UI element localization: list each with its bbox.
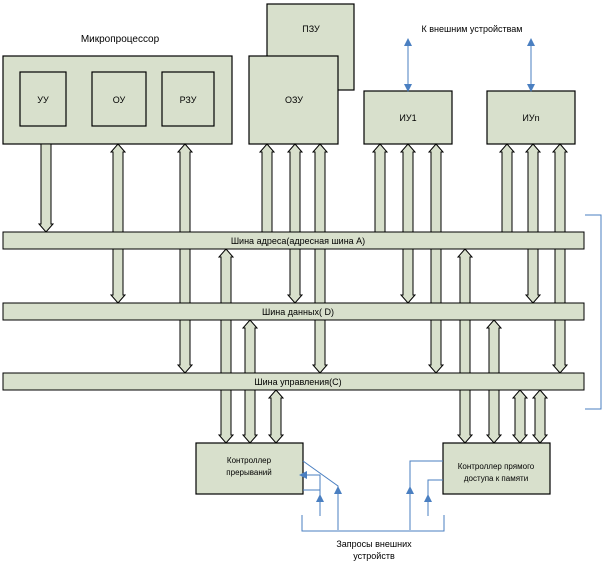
ion-data-arrow (524, 143, 542, 304)
dma-request-lines (406, 460, 443, 530)
cu-to-address-bus-arrow (37, 143, 55, 233)
arithmetic-unit-label: ОУ (113, 95, 126, 105)
io1-data-arrow (399, 143, 417, 304)
interrupt-controller-address-arrow (217, 248, 235, 444)
io1-address-arrow (371, 143, 389, 233)
ram-box (248, 55, 339, 145)
control-bus-label: Шина управления(С) (254, 377, 341, 387)
requests-bracket (301, 515, 445, 532)
dma-controller-label-line1: Контроллер прямого (458, 462, 535, 471)
dma-controller-control-arrow (511, 389, 529, 444)
interrupt-controller-label-line2: прерываний (226, 468, 271, 477)
interrupt-request-lines (299, 460, 342, 530)
control-bus (2, 372, 585, 391)
requests-label-line2: устройств (353, 551, 395, 561)
dma-controller-box (442, 442, 551, 495)
ram-label: ОЗУ (285, 95, 303, 105)
data-bus (2, 302, 585, 321)
dma-controller-control-arrow-2 (531, 389, 549, 444)
data-bus-label: Шина данных( D) (262, 307, 334, 317)
register-memory-label: РЗУ (180, 95, 197, 105)
io-device-n-box (486, 90, 576, 145)
interrupt-controller-box (195, 442, 304, 495)
control-unit-block (19, 71, 67, 127)
system-bus-bracket (585, 214, 602, 410)
dma-controller-address-arrow (456, 248, 474, 444)
control-unit-label: УУ (37, 95, 49, 105)
interrupt-controller-label-line1: Контроллер (227, 456, 272, 465)
microprocessor-title: Микропроцессор (81, 34, 160, 45)
interrupt-controller-control-arrow (267, 389, 285, 444)
external-devices-label: К внешним устройствам (422, 24, 523, 34)
au-to-data-bus-arrow (109, 143, 127, 304)
ram-address-arrow (258, 143, 276, 233)
bus-connector-arrows (37, 143, 569, 444)
address-bus (2, 231, 585, 250)
arithmetic-unit-block (91, 71, 147, 127)
ion-address-arrow (498, 143, 516, 233)
register-memory-block (161, 71, 215, 127)
dma-controller-label-line2: доступа к памяти (464, 474, 528, 483)
io-device-1-label: ИУ1 (399, 113, 416, 123)
rzu-to-control-bus-arrow (176, 143, 194, 374)
io1-control-arrow (427, 143, 445, 374)
ion-control-arrow (551, 143, 569, 374)
io-device-n-label: ИУn (522, 113, 539, 123)
address-bus-label: Шина адреса(адресная шина А) (231, 236, 365, 246)
rom-label: ПЗУ (302, 24, 320, 34)
requests-label-line1: Запросы внешних (336, 539, 412, 549)
ram-control-arrow (311, 143, 329, 374)
ram-data-arrow (286, 143, 304, 304)
